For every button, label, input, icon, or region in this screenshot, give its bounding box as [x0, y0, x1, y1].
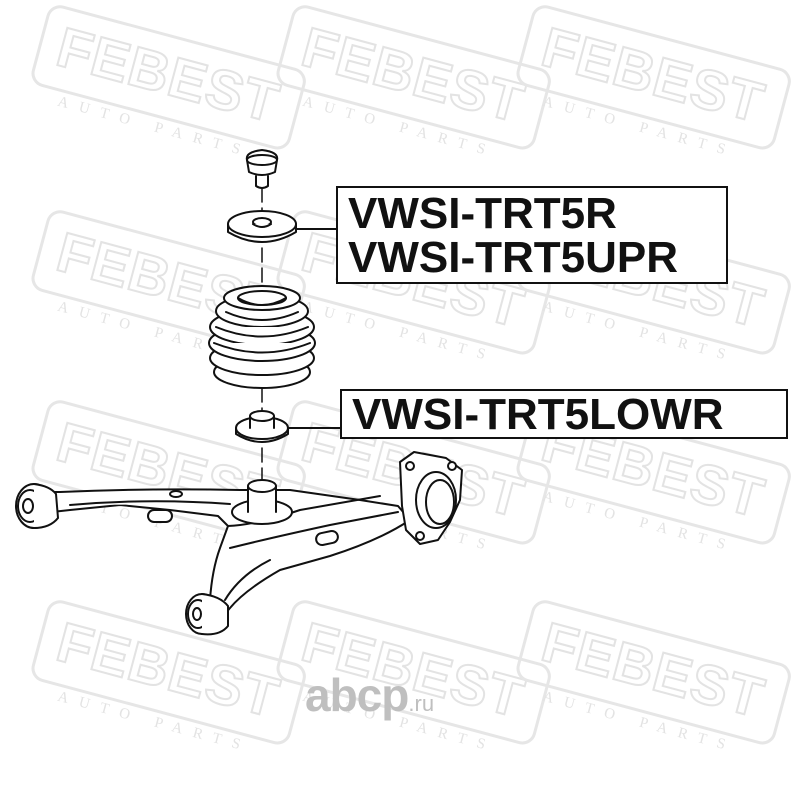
coil-spring — [208, 285, 316, 389]
part-number-label-upper: VWSI-TRT5R VWSI-TRT5UPR — [336, 186, 728, 284]
suspension-arm — [39, 488, 411, 623]
upper-spring-seat — [227, 210, 297, 243]
part-number-2: VWSI-TRT5UPR — [348, 233, 678, 282]
part-number-label-lower: VWSI-TRT5LOWR — [340, 389, 788, 439]
part-number-3: VWSI-TRT5LOWR — [352, 390, 724, 439]
front-bushing — [185, 593, 229, 636]
bump-stop — [245, 149, 279, 189]
abcp-logo: abcp.ru — [305, 670, 434, 729]
left-bushing — [15, 483, 59, 529]
lower-spring-seat — [235, 410, 289, 443]
part-number-1: VWSI-TRT5R — [348, 189, 617, 238]
wheel-knuckle — [399, 451, 463, 545]
arm-spring-pad — [231, 479, 293, 525]
logo-name: abcp — [305, 669, 409, 721]
logo-tld: .ru — [408, 691, 435, 716]
leader-lines — [287, 228, 341, 429]
